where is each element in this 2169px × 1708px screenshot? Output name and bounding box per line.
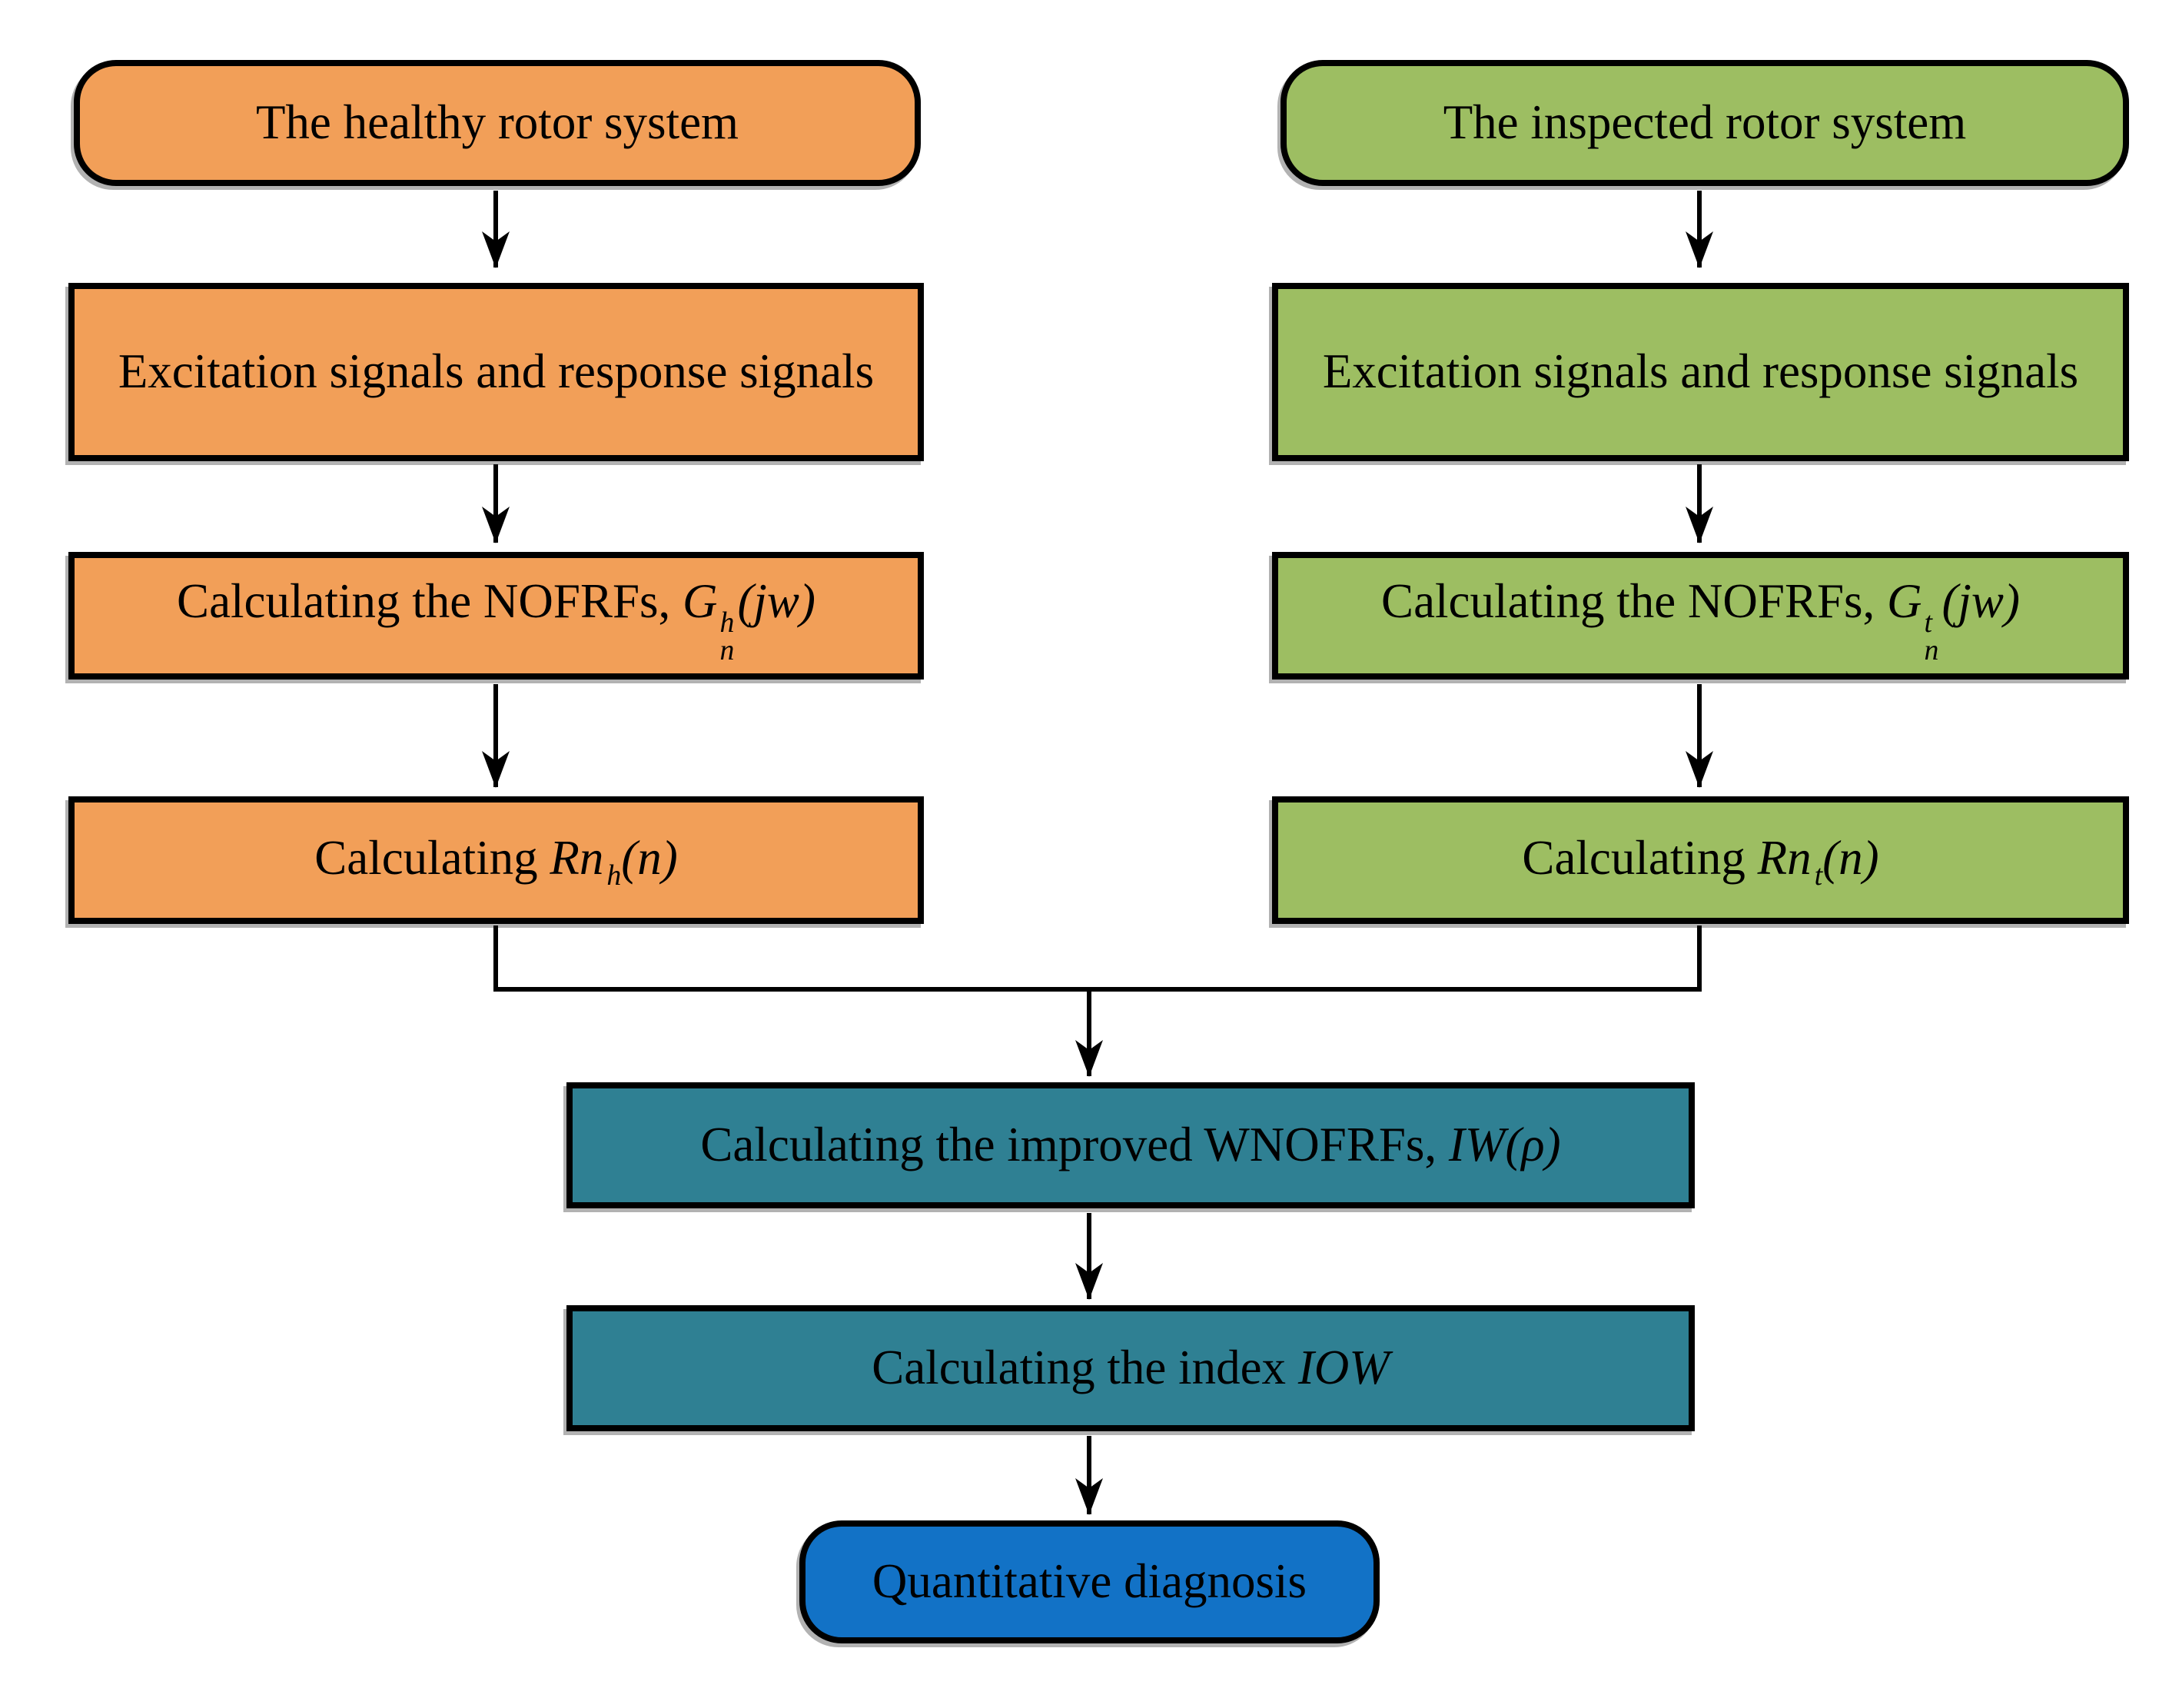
inspected-signals-box: Excitation signals and response signals — [1272, 283, 2129, 461]
index-iow-box: Calculating the index IOW — [566, 1305, 1695, 1431]
merge-elbow-line — [493, 925, 1702, 992]
inspected-rotor-system-box: The inspected rotor system — [1280, 60, 2129, 186]
healthy-rotor-system-label: The healthy rotor system — [255, 95, 739, 150]
wnofrfs-label: Calculating the improved WNOFRFs, IW(ρ) — [700, 1118, 1561, 1172]
healthy-signals-label: Excitation signals and response signals — [118, 344, 875, 399]
healthy-rotor-system-box: The healthy rotor system — [74, 60, 921, 186]
healthy-signals-box: Excitation signals and response signals — [68, 283, 924, 461]
quantitative-diagnosis-box: Quantitative diagnosis — [799, 1520, 1380, 1643]
wnofrfs-box: Calculating the improved WNOFRFs, IW(ρ) — [566, 1082, 1695, 1208]
inspected-rotor-system-label: The inspected rotor system — [1443, 95, 1967, 150]
quantitative-diagnosis-label: Quantitative diagnosis — [872, 1554, 1307, 1609]
index-iow-label: Calculating the index IOW — [872, 1341, 1390, 1395]
inspected-signals-label: Excitation signals and response signals — [1322, 344, 2079, 399]
